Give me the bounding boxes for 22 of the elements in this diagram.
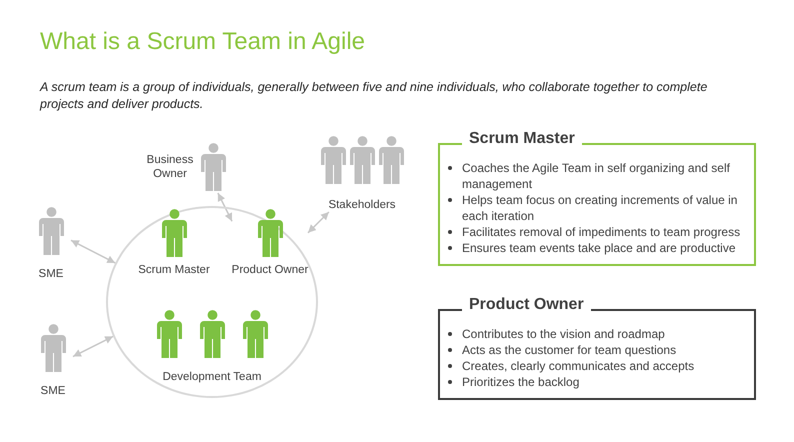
role-label: SME — [40, 384, 66, 398]
intro-text: A scrum team is a group of individuals, generally between five and nine individuals, who collaborate together to complete projects and deliver products. — [40, 79, 708, 113]
role-label: Stakeholders — [328, 198, 396, 212]
bullet-item: Acts as the customer for team questions — [462, 342, 678, 358]
bullet-item: Creates, clearly communicates and accepts — [462, 358, 696, 374]
bullet-item: Ensures team events take place and are productive — [462, 240, 736, 256]
role-label: Scrum Master — [138, 263, 210, 277]
role-label: Business Owner — [146, 153, 194, 181]
role-label: Development Team — [162, 370, 262, 384]
double-headed-arrow — [307, 211, 330, 234]
role-label: SME — [38, 267, 64, 281]
double-headed-arrow — [70, 240, 116, 264]
bullet-item: Prioritizes the backlog — [462, 374, 580, 390]
bullet-item: Contributes to the vision and roadmap — [462, 326, 666, 342]
double-headed-arrow — [217, 192, 233, 222]
bullet-item: Facilitates removal of impediments to team progress — [462, 224, 742, 240]
slide-title: What is a Scrum Team in Agile — [40, 27, 366, 57]
bullet-item: Helps team focus on creating increments of value in each iteration — [462, 192, 738, 224]
double-headed-arrow — [72, 336, 114, 358]
bullet-item: Coaches the Agile Team in self organizing and self management — [462, 160, 731, 192]
role-label: Product Owner — [232, 263, 308, 277]
team-circle — [106, 206, 318, 398]
